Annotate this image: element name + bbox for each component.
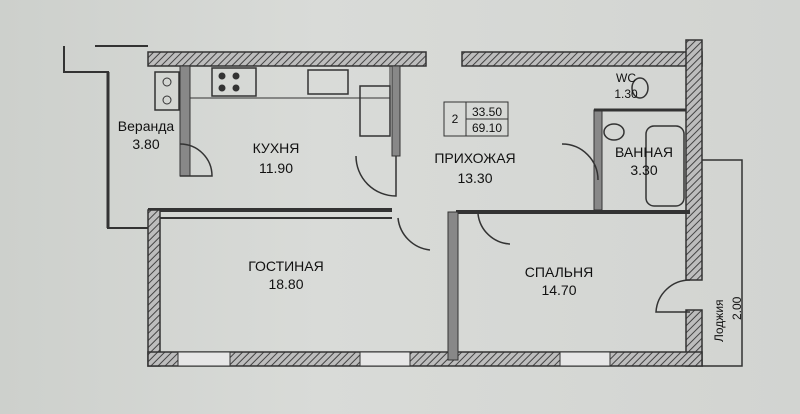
kitchen-counter	[189, 65, 391, 99]
bathroom-sink	[603, 123, 625, 141]
room-veranda-name: Веранда	[117, 118, 175, 134]
wall-right	[685, 39, 703, 281]
room-hallway-name: ПРИХОЖАЯ	[434, 150, 516, 166]
door-loggia	[655, 279, 691, 313]
bathtub	[645, 125, 685, 207]
room-wc-name: WC	[616, 71, 636, 85]
info-total-area: 69.10	[471, 121, 503, 135]
room-wc-area: 1.30	[614, 87, 638, 101]
info-living-area: 33.50	[471, 105, 503, 119]
room-bathroom-name: ВАННАЯ	[615, 144, 673, 160]
door-kitchen-hall	[355, 155, 397, 197]
room-living-area: 18.80	[268, 276, 304, 292]
window-bottom-3	[559, 351, 611, 367]
door-bedroom	[477, 213, 511, 245]
stove	[211, 67, 257, 97]
window-bottom-2	[359, 351, 411, 367]
wall-bottom	[147, 351, 703, 367]
room-bedroom-name: СПАЛЬНЯ	[524, 264, 594, 280]
room-hallway-area: 13.30	[457, 170, 493, 186]
partition-kitchen-hall	[391, 65, 401, 157]
room-loggia-name: Лоджия	[712, 299, 726, 342]
room-bathroom-area: 3.30	[630, 162, 658, 178]
room-kitchen-name: КУХНЯ	[252, 140, 300, 156]
room-loggia-area: 2.00	[730, 296, 744, 320]
living-left-wall	[147, 209, 161, 367]
fridge	[359, 85, 391, 137]
partition-living-bedroom	[447, 211, 459, 361]
window-bottom-1	[177, 351, 231, 367]
room-living-name: ГОСТИНАЯ	[248, 258, 324, 274]
toilet	[631, 77, 649, 99]
wall-top-right	[461, 51, 703, 67]
door-living	[397, 217, 431, 251]
kitchen-sink	[307, 69, 349, 95]
wall-top-left	[147, 51, 427, 67]
loggia-outline	[702, 159, 743, 367]
partition-bathroom	[593, 109, 603, 211]
room-bedroom-area: 14.70	[541, 282, 577, 298]
room-veranda-area: 3.80	[132, 136, 160, 152]
room-kitchen-area: 11.90	[259, 160, 293, 176]
door-bathroom	[561, 143, 599, 181]
door-kitchen	[179, 143, 213, 177]
info-rooms-count: 2	[451, 112, 459, 126]
veranda-sink	[154, 71, 180, 111]
